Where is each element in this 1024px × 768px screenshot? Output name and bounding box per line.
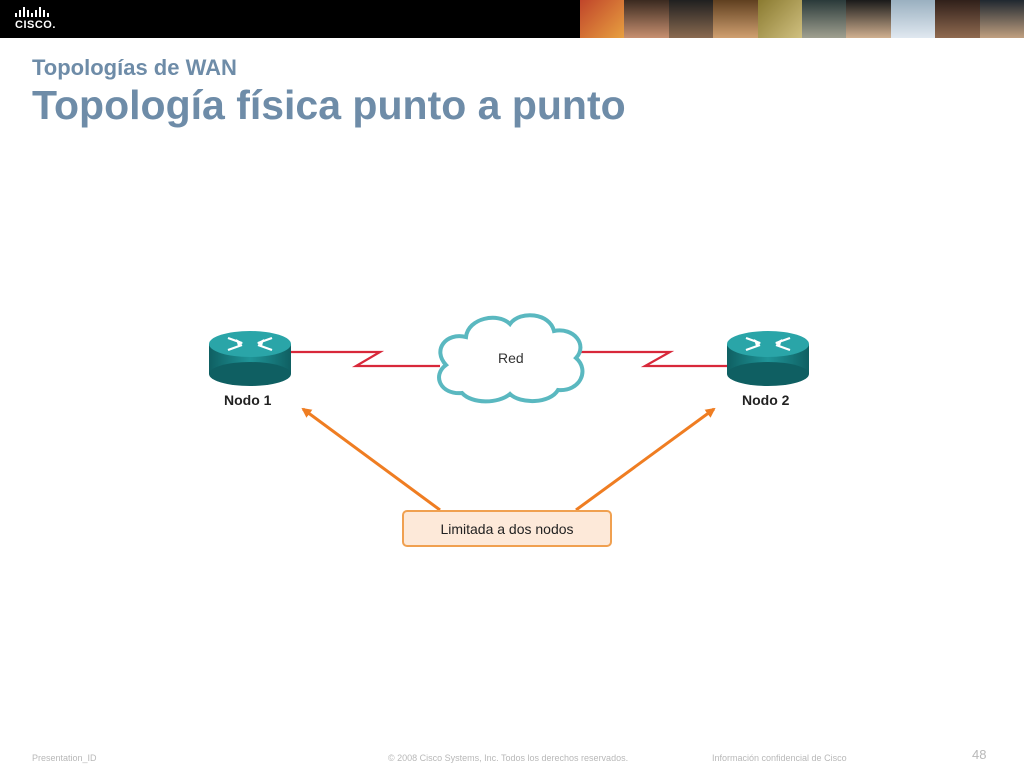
header-photo bbox=[979, 0, 1024, 38]
header-photo-strip bbox=[580, 0, 1024, 38]
cisco-logo-text: CISCO. bbox=[15, 19, 56, 31]
cisco-bars-icon bbox=[15, 7, 49, 17]
router-node2-icon bbox=[727, 331, 809, 386]
serial-link-left bbox=[290, 350, 440, 368]
node2-label: Nodo 2 bbox=[742, 392, 790, 408]
limitation-note-text: Limitada a dos nodos bbox=[440, 520, 574, 537]
header-photo bbox=[713, 0, 758, 38]
footer-confidential: Información confidencial de Cisco bbox=[712, 753, 847, 763]
serial-link-right bbox=[580, 350, 728, 368]
network-cloud bbox=[437, 313, 585, 404]
footer-copyright: © 2008 Cisco Systems, Inc. Todos los der… bbox=[388, 753, 629, 763]
router-node1-icon bbox=[209, 331, 291, 386]
header-photo bbox=[757, 0, 803, 38]
arrow-to-node1 bbox=[301, 407, 441, 512]
footer-presentation-id: Presentation_ID bbox=[32, 753, 97, 763]
header-photo bbox=[580, 0, 625, 38]
slide-subtitle: Topologías de WAN bbox=[32, 55, 237, 80]
header-bar: CISCO. bbox=[0, 0, 1024, 38]
header-photo bbox=[802, 0, 847, 38]
page-number: 48 bbox=[972, 747, 987, 762]
cisco-logo: CISCO. bbox=[13, 5, 61, 35]
header-photo bbox=[890, 0, 936, 38]
header-photo bbox=[668, 0, 714, 38]
limitation-note: Limitada a dos nodos bbox=[402, 510, 612, 547]
arrow-to-node2 bbox=[575, 407, 716, 512]
node1-label: Nodo 1 bbox=[224, 392, 272, 408]
header-photo bbox=[624, 0, 669, 38]
header-photo bbox=[935, 0, 980, 38]
slide-title: Topología física punto a punto bbox=[32, 82, 626, 128]
header-photo bbox=[846, 0, 891, 38]
cloud-label: Red bbox=[498, 350, 524, 366]
